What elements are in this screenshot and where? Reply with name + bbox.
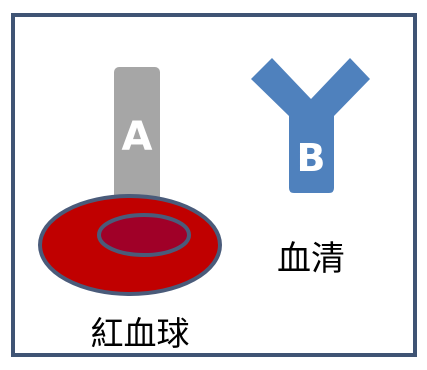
antibody-b: B — [251, 58, 370, 193]
red-blood-cell-label: 紅血球 — [91, 314, 190, 353]
serum-label: 血清 — [277, 239, 345, 279]
red-blood-cell-center — [97, 213, 191, 257]
antigen-bar — [114, 67, 160, 202]
red-blood-cell — [38, 194, 222, 296]
antibody-label: B — [297, 136, 326, 180]
antibody-shape — [251, 58, 370, 193]
antigen-a: A — [114, 67, 160, 202]
antigen-label: A — [122, 114, 153, 160]
